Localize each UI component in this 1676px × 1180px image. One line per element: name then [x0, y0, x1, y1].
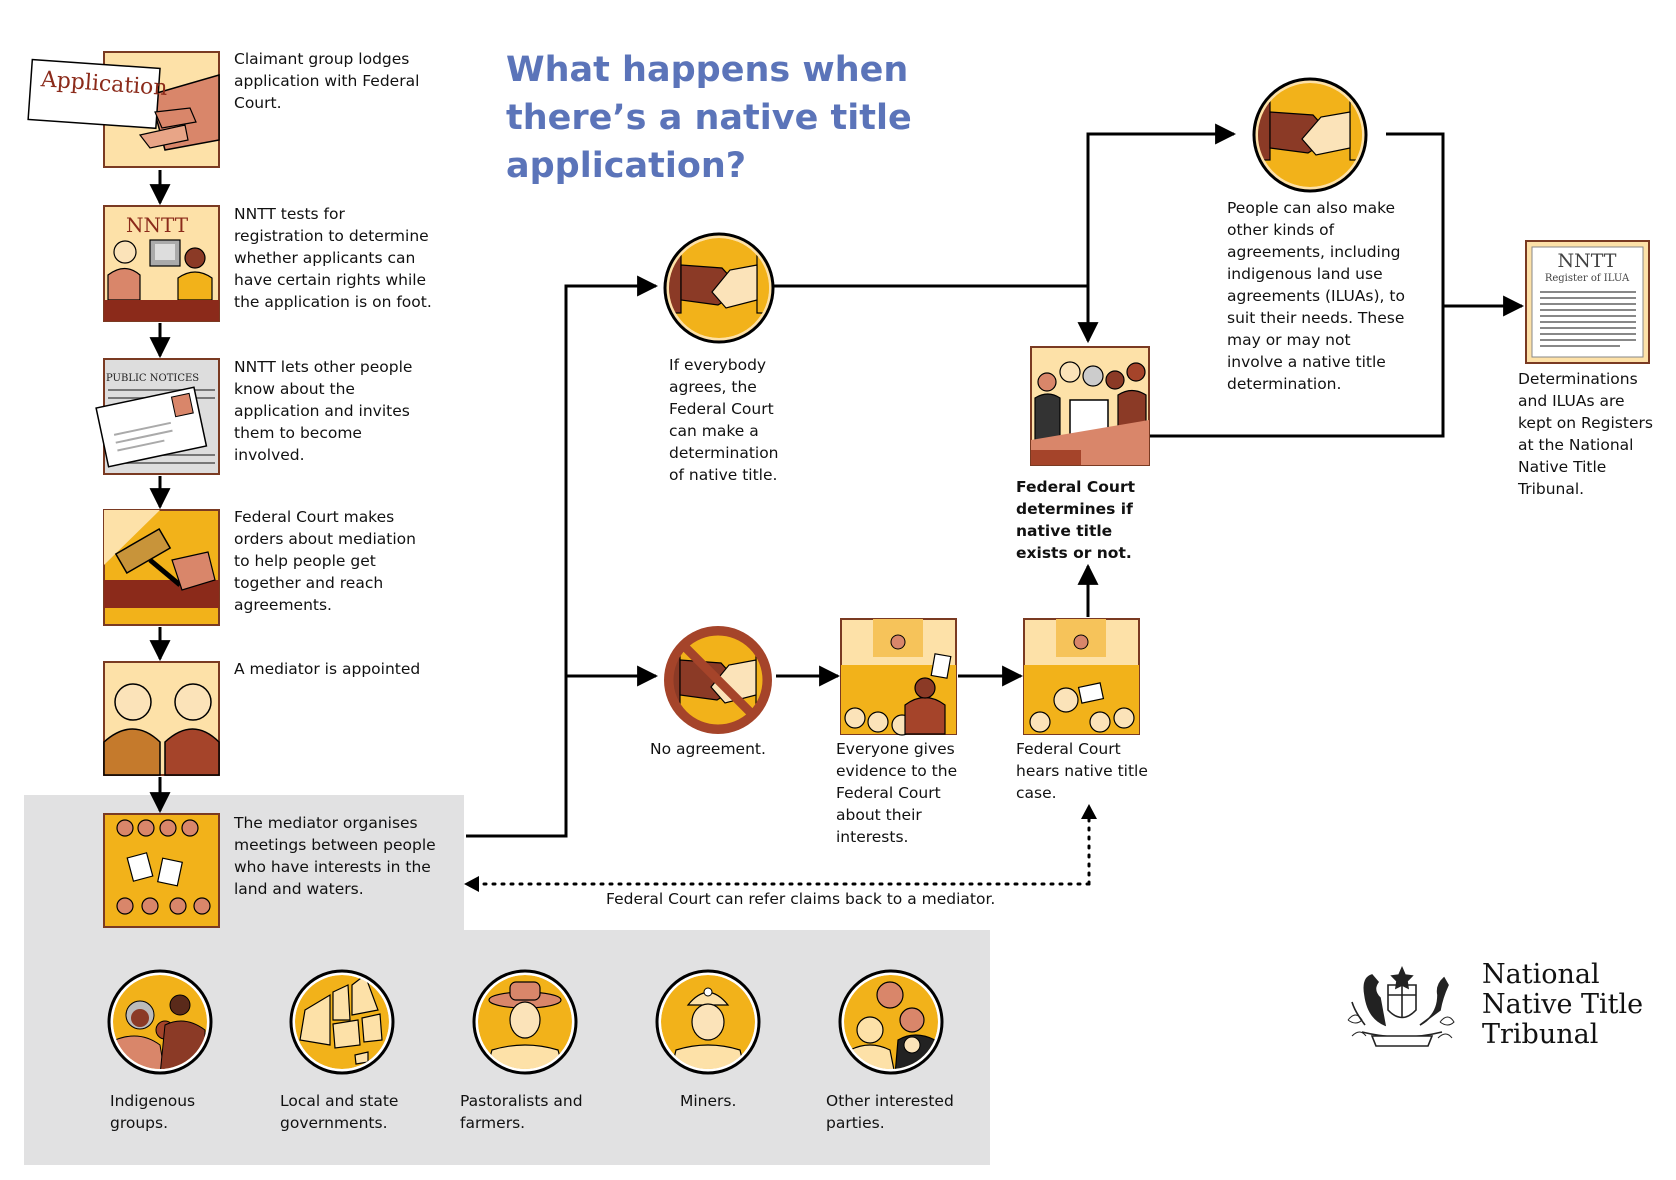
refer-back-text: Federal Court can refer claims back to a…	[606, 890, 996, 908]
court-determines-text: Federal Court determines if native title…	[1016, 478, 1136, 562]
party-label-miners: Miners.	[680, 1092, 737, 1110]
application-icon: Application	[27, 51, 220, 168]
mediator-icon	[103, 661, 220, 776]
tribunal-logo-text: National Native Title Tribunal	[1482, 960, 1643, 1050]
ilua-handshake-icon	[1252, 77, 1368, 193]
no-agreement-icon	[664, 626, 772, 734]
nntt-office-icon: NNTT	[103, 205, 220, 322]
logo-line-2: Native Title	[1482, 989, 1644, 1020]
party-label-indigenous: Indigenous groups.	[110, 1092, 196, 1132]
gavel-icon	[103, 509, 220, 626]
agree-text: If everybody agrees, the Federal Court c…	[669, 356, 779, 484]
no-agreement-text: No agreement.	[650, 740, 766, 758]
register-subheading: Register of ILUA	[1545, 273, 1630, 284]
logo-line-3: Tribunal	[1482, 1019, 1599, 1050]
other-agreements-text: People can also make other kinds of agre…	[1227, 199, 1405, 393]
evidence-text: Everyone gives evidence to the Federal C…	[836, 740, 958, 846]
branch-arrows	[466, 123, 1525, 838]
step-mediation-orders-text: Federal Court makes orders about mediati…	[234, 508, 416, 614]
agree-handshake-icon	[663, 232, 775, 344]
court-determines-icon	[1030, 346, 1150, 466]
governments-map-icon	[289, 969, 395, 1075]
coat-of-arms-icon	[1347, 965, 1455, 1047]
page-title: What happens when there’s a native title…	[506, 50, 912, 186]
miner-icon	[655, 969, 761, 1075]
logo-line-1: National	[1482, 959, 1600, 990]
party-label-pastoralists: Pastoralists and farmers.	[460, 1092, 583, 1132]
step-notices-text: NNTT lets other people know about the ap…	[234, 358, 413, 464]
step-mediator-text: A mediator is appointed	[234, 660, 421, 678]
pastoralist-icon	[472, 969, 578, 1075]
court-hears-icon	[1023, 618, 1140, 735]
party-label-other: Other interested parties.	[826, 1092, 954, 1132]
other-parties-icon	[838, 969, 944, 1075]
refer-back-dotted-line	[472, 813, 1091, 886]
indigenous-groups-icon	[107, 969, 213, 1075]
nntt-office-label: NNTT	[126, 213, 189, 237]
meeting-icon	[103, 813, 220, 928]
public-notices-icon: PUBLIC NOTICES	[95, 358, 220, 475]
register-document-icon: NNTT Register of ILUA	[1525, 240, 1650, 364]
registers-text: Determinations and ILUAs are kept on Reg…	[1518, 370, 1653, 498]
public-notices-label: PUBLIC NOTICES	[106, 373, 199, 384]
step-meetings-text: The mediator organises meetings between …	[234, 814, 436, 898]
party-label-governments: Local and state governments.	[280, 1092, 399, 1132]
step-registration-text: NNTT tests for registration to determine…	[234, 205, 432, 311]
step-lodge-text: Claimant group lodges application with F…	[234, 50, 420, 112]
evidence-courtroom-icon	[840, 618, 957, 736]
register-heading: NNTT	[1558, 250, 1617, 272]
court-hears-text: Federal Court hears native title case.	[1016, 740, 1148, 802]
